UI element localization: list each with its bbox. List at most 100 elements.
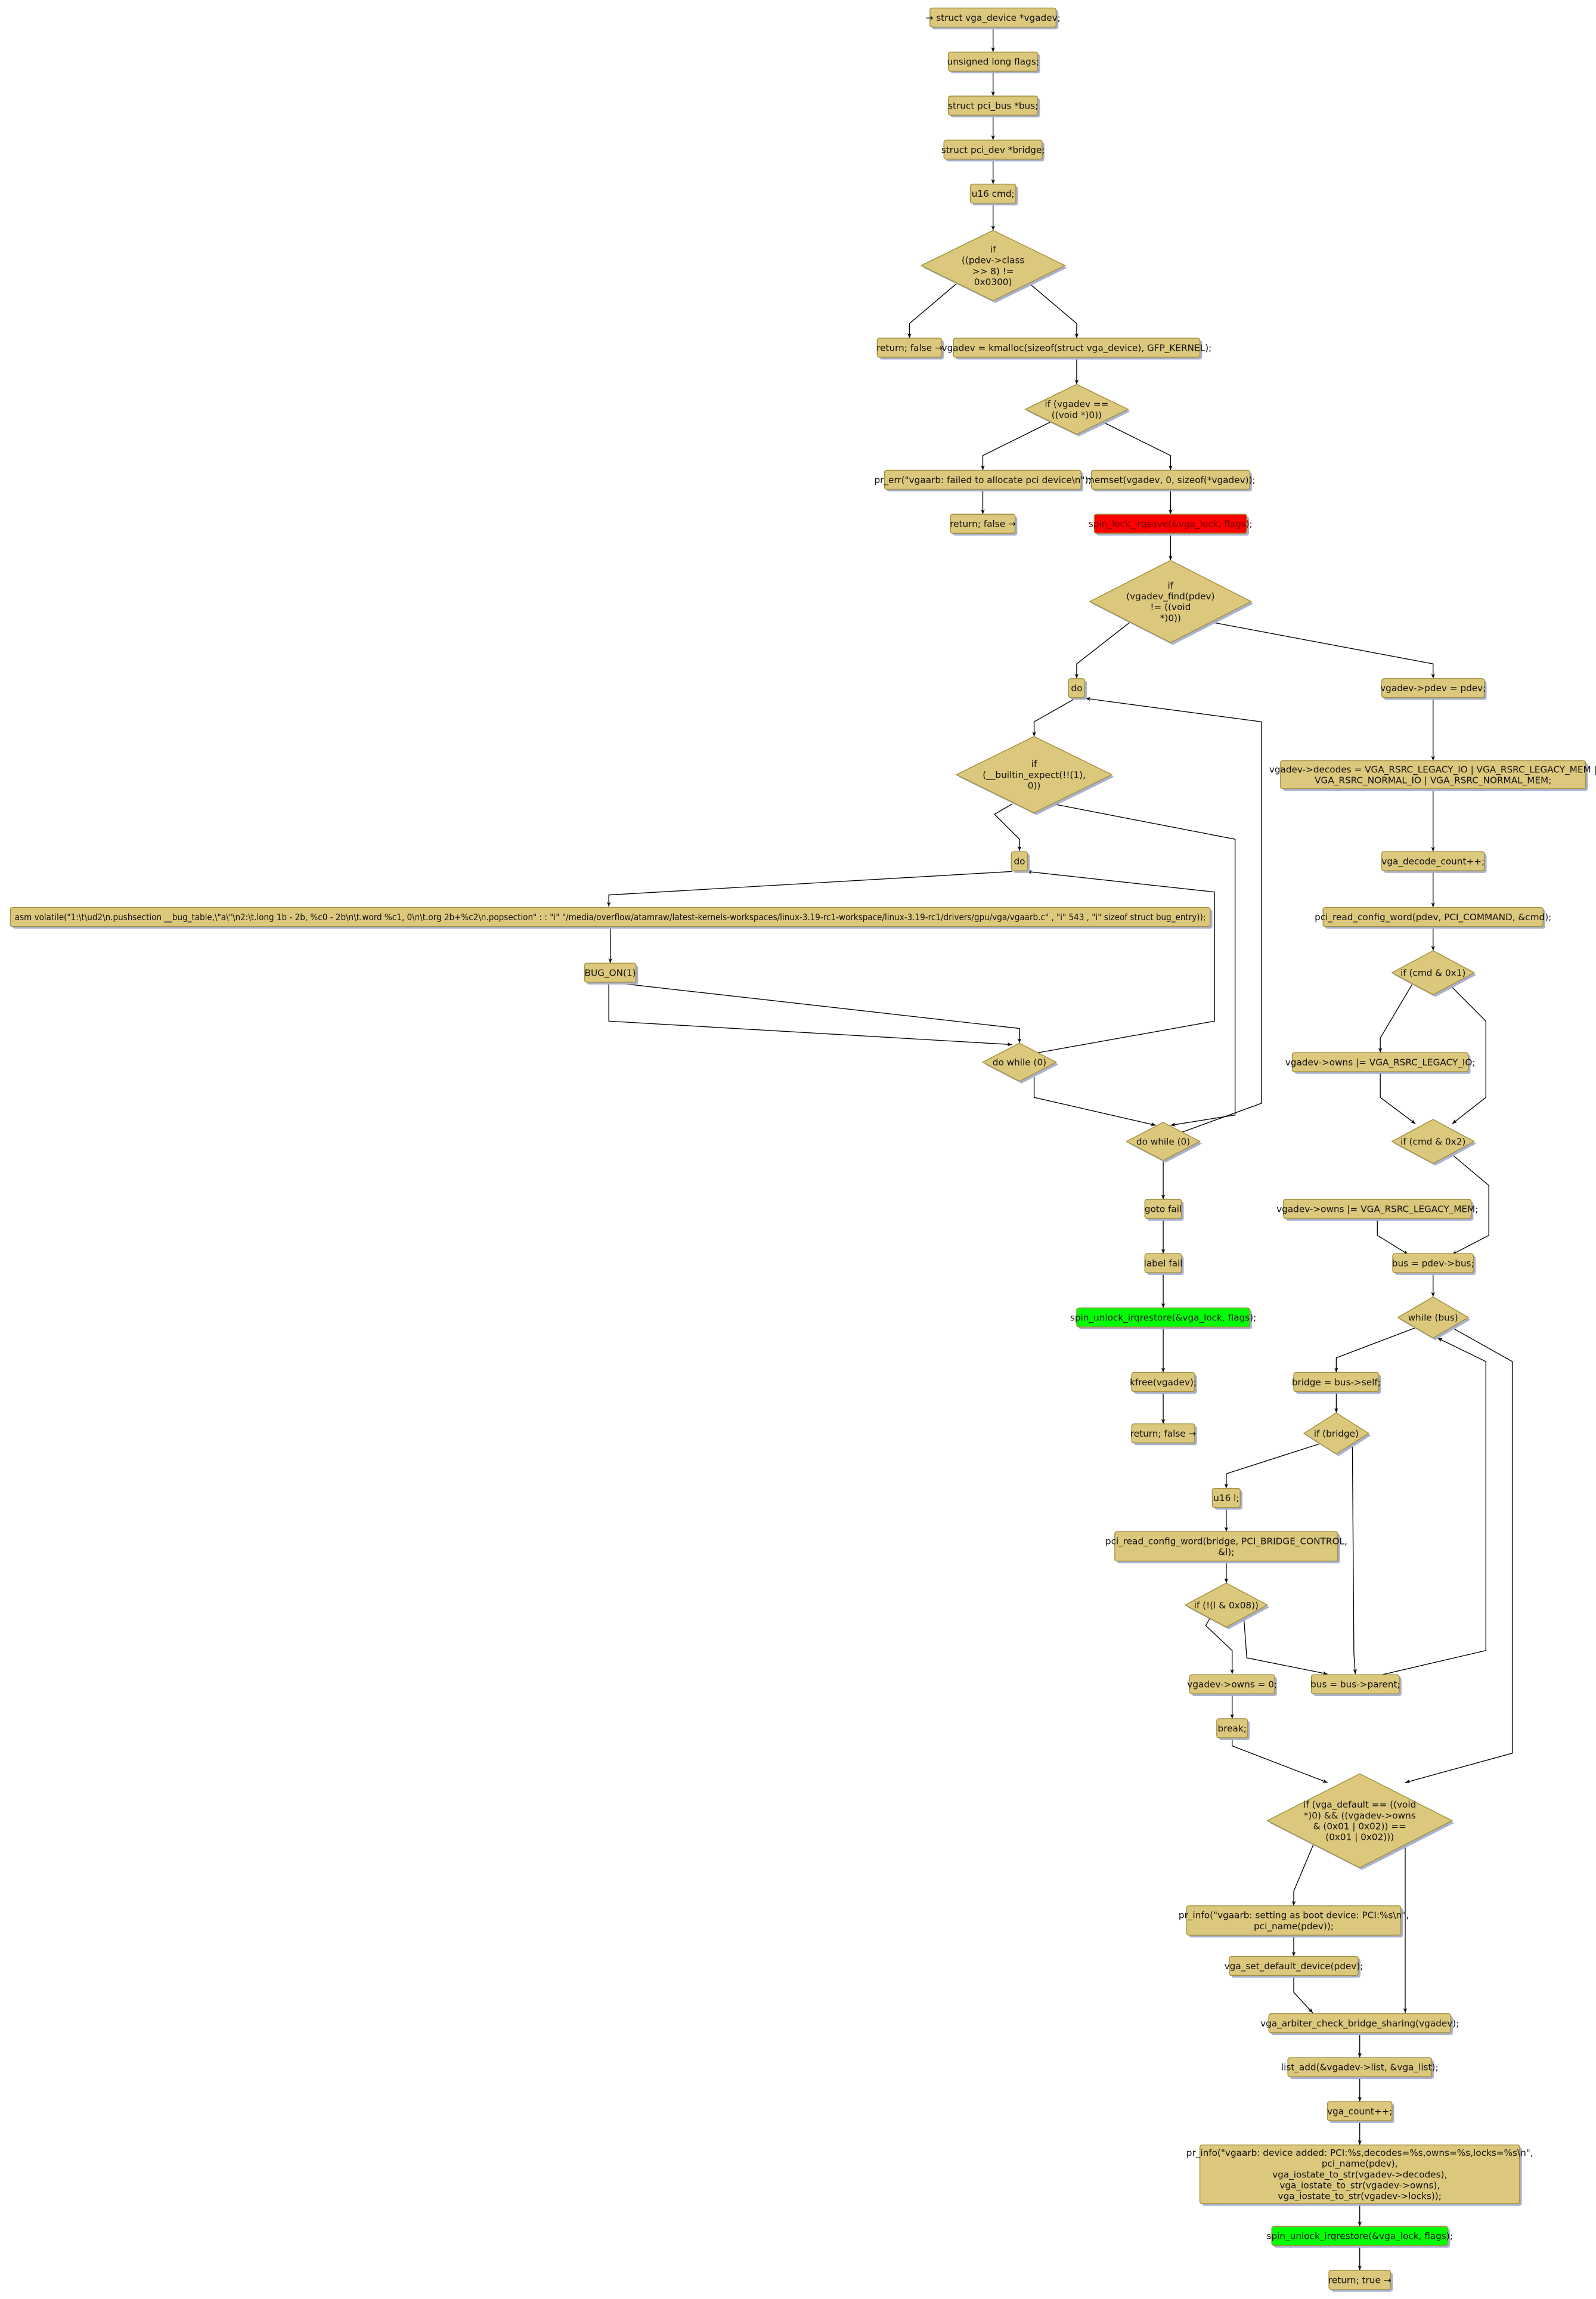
node-shape <box>1268 2013 1451 2034</box>
statement-node: kfree(vgadev); <box>1130 1372 1197 1394</box>
decision-node: if (vgadev ==((void *)0)) <box>1024 383 1130 437</box>
node-shape <box>1322 906 1544 927</box>
node-label-line: spin_lock_irqsave(&vga_lock, flags); <box>1089 519 1253 530</box>
statement-node: bridge = bus->self; <box>1292 1372 1381 1394</box>
node-shape <box>943 140 1043 160</box>
node-label-line: vgadev->owns = 0; <box>1187 1679 1277 1690</box>
node-shape <box>947 95 1039 116</box>
edges <box>606 27 1513 2271</box>
node-label-line: 0)) <box>1028 781 1041 791</box>
node-label-line: u16 cmd; <box>972 188 1015 199</box>
node-label-line: return; false → <box>1130 1428 1197 1439</box>
node-label-line: if (cmd & 0x1) <box>1400 967 1465 978</box>
flow-edge <box>606 871 1012 907</box>
node-label-line: bus = bus->parent; <box>1310 1679 1400 1690</box>
flow-edge <box>1074 621 1131 679</box>
flow-edge <box>1210 621 1435 679</box>
node-shape <box>1125 1122 1201 1161</box>
node-shape <box>969 184 1017 204</box>
node-label: kfree(vgadev); <box>1130 1377 1197 1388</box>
node-label-line: → struct vga_device *vgadev; <box>926 13 1061 24</box>
node-shape <box>1381 678 1485 698</box>
node-label: vga_arbiter_check_bridge_sharing(vgadev)… <box>1260 2018 1459 2029</box>
flow-edge <box>1032 697 1077 737</box>
node-label-line: vga_iostate_to_str(vgadev->decodes), <box>1272 2169 1447 2180</box>
node-label: asm volatile("1:\t\ud2\n.pushsection __b… <box>15 912 1206 923</box>
node-label-line: break; <box>1218 1723 1247 1734</box>
node-label-line: vga_decode_count++; <box>1381 856 1485 867</box>
flow-edge <box>1377 1219 1409 1255</box>
flow-edge <box>1224 1443 1321 1489</box>
node-shape <box>1076 1307 1250 1328</box>
statement-node: return; false → <box>1130 1423 1197 1446</box>
statement-node: return; true → <box>1328 2270 1393 2292</box>
decision-node: if(vgadev_find(pdev)!= ((void*)0)) <box>1089 559 1254 645</box>
statement-node: vgadev = kmalloc(sizeof(struct vga_devic… <box>942 338 1212 360</box>
node-label: vga_count++; <box>1327 2106 1392 2118</box>
node-label-line: pr_err("vgaarb: failed to allocate pci d… <box>874 475 1091 486</box>
node-shape <box>1283 1199 1472 1219</box>
flow-edge <box>608 983 1012 1047</box>
node-label-line: 0x0300) <box>974 277 1012 287</box>
node-label: if (vgadev ==((void *)0)) <box>1045 399 1108 420</box>
lock-node: spin_lock_irqsave(&vga_lock, flags); <box>1089 513 1253 536</box>
node-shape <box>1293 1372 1380 1393</box>
node-label-line: & (0x01 | 0x02)) == <box>1313 1821 1406 1832</box>
node-label-line: if <box>1168 580 1174 591</box>
node-label-line: vgadev->pdev = pdev; <box>1380 683 1486 694</box>
node-label: if (bridge) <box>1314 1428 1359 1439</box>
statement-node: vga_set_default_device(pdev); <box>1225 1955 1363 1978</box>
node-label: return; false → <box>876 342 943 353</box>
node-shape <box>955 736 1113 813</box>
node-label-line: vgadev->owns |= VGA_RSRC_LEGACY_MEM; <box>1276 1204 1478 1215</box>
node-label-line: memset(vgadev, 0, sizeof(*vgadev)); <box>1086 475 1256 485</box>
statement-node: vgadev->pdev = pdev; <box>1380 678 1487 700</box>
node-label-line: do while (0) <box>993 1057 1046 1068</box>
decision-node: do while (0) <box>1125 1122 1203 1163</box>
statement-node: do <box>1011 851 1030 873</box>
flow-edge <box>1452 1154 1489 1255</box>
decision-node: if (vga_default == ((void*)0) && ((vgade… <box>1266 1773 1455 1870</box>
node-shape <box>1303 1412 1369 1455</box>
node-label: do <box>1014 856 1025 867</box>
statement-node: → struct vga_device *vgadev; <box>926 7 1061 30</box>
node-label-line: unsigned long flags; <box>947 57 1039 67</box>
flow-edge <box>1205 1615 1234 1674</box>
node-label: if (cmd & 0x1) <box>1400 967 1465 978</box>
node-label-line: &l); <box>1218 1546 1234 1557</box>
node-shape <box>1089 559 1253 643</box>
node-label-line: do <box>1071 683 1082 694</box>
node-shape <box>1391 1119 1476 1164</box>
node-label: vgadev = kmalloc(sizeof(struct vga_devic… <box>942 342 1212 354</box>
node-label-line: (0x01 | 0x02))) <box>1325 1832 1394 1843</box>
node-label-line: VGA_RSRC_NORMAL_IO | VGA_RSRC_NORMAL_MEM… <box>1315 775 1551 786</box>
node-label-line: vga_iostate_to_str(vgadev->locks)); <box>1278 2191 1442 2202</box>
node-shape <box>1186 1905 1402 1936</box>
node-shape <box>950 513 1016 534</box>
node-label-line: (__builtin_expect(!!(1), <box>983 769 1086 781</box>
node-label: goto fail <box>1145 1204 1182 1215</box>
node-label-line: if (cmd & 0x2) <box>1400 1136 1465 1147</box>
statement-node: struct pci_bus *bus; <box>947 95 1040 117</box>
statement-node: vga_count++; <box>1327 2101 1394 2123</box>
node-shape <box>1280 760 1586 790</box>
statement-node: struct pci_dev *bridge; <box>941 140 1045 162</box>
node-shape <box>1211 1488 1241 1508</box>
node-label-line: if (vga_default == ((void <box>1303 1799 1416 1811</box>
node-shape <box>1381 851 1485 871</box>
node-shape <box>1093 513 1248 534</box>
flow-edge <box>1027 870 1215 1054</box>
node-label: vga_decode_count++; <box>1381 856 1485 867</box>
node-label: label fail <box>1144 1258 1183 1269</box>
node-label: memset(vgadev, 0, sizeof(*vgadev)); <box>1086 475 1256 485</box>
node-label: vgadev->pdev = pdev; <box>1380 683 1486 694</box>
node-label-line: vgadev->owns |= VGA_RSRC_LEGACY_IO; <box>1285 1057 1476 1069</box>
statement-node: pci_read_config_word(bridge, PCI_BRIDGE_… <box>1105 1531 1347 1564</box>
node-label-line: vga_set_default_device(pdev); <box>1225 1961 1363 1972</box>
node-label-line: pci_name(pdev)); <box>1254 1921 1334 1932</box>
statement-node: u16 cmd; <box>969 184 1018 206</box>
node-label: bridge = bus->self; <box>1292 1377 1381 1388</box>
node-label-line: if (bridge) <box>1314 1428 1359 1439</box>
statement-node: vgadev->owns = 0; <box>1187 1674 1277 1696</box>
